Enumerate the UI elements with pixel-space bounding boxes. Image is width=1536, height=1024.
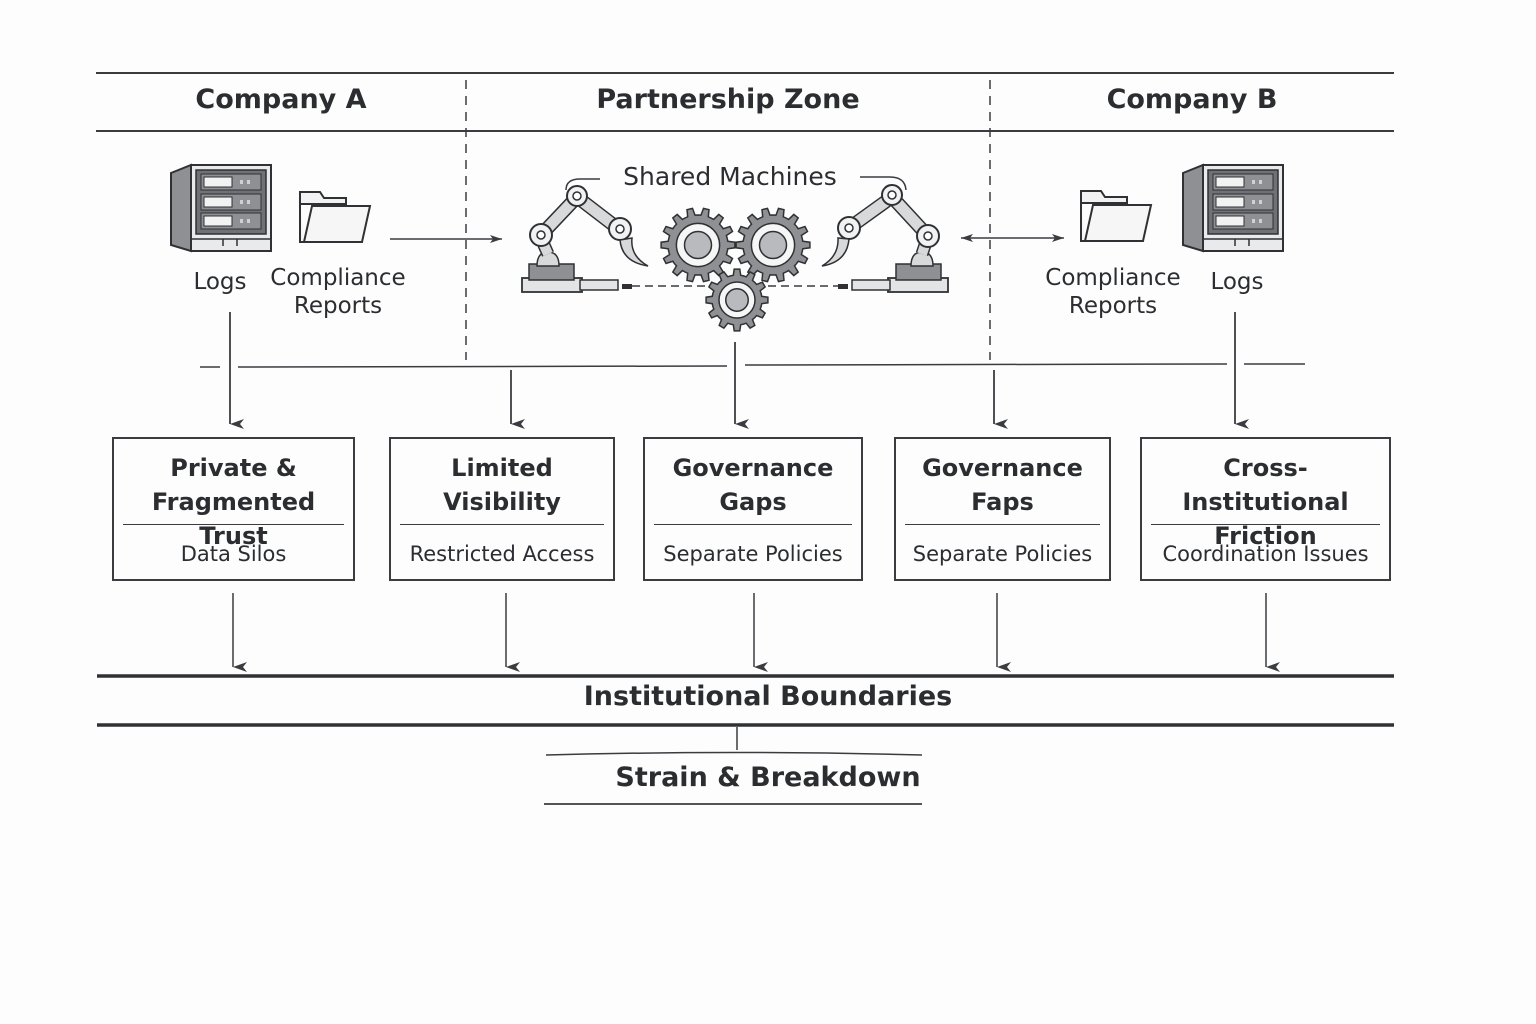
shared-machines-label: Shared Machines — [600, 162, 860, 191]
gears-icon — [660, 207, 811, 332]
issue-subtitle: Separate Policies — [912, 542, 1093, 566]
compliance-line2: Reports — [1068, 293, 1158, 319]
issue-title-line2: Friction — [1214, 522, 1317, 550]
distribution-bus — [237, 365, 728, 368]
issue-title-line2: Faps — [971, 488, 1034, 516]
issue-divider — [1151, 524, 1380, 525]
shared-bracket — [565, 178, 628, 191]
compliance-label-company-a: Compliance Reports — [268, 264, 408, 320]
gear-icon-bottom — [705, 268, 769, 332]
robot-arm-right-icon — [821, 184, 949, 293]
issue-divider — [123, 524, 344, 525]
strain-breakdown-label: Strain & Breakdown — [615, 762, 921, 793]
issue-box-trust: Private & Fragmented Trust Data Silos — [112, 437, 355, 581]
issue-title-line2: Visibility — [443, 488, 561, 516]
issue-box-friction: Cross-Institutional Friction Coordinatio… — [1140, 437, 1391, 581]
issue-subtitle: Data Silos — [180, 542, 287, 566]
issue-box-governance-faps: Governance Faps Separate Policies — [894, 437, 1111, 581]
issue-title-line1: Private & — [170, 454, 297, 482]
gear-icon-right — [735, 207, 811, 283]
logs-label-company-b: Logs — [1210, 269, 1264, 295]
logs-label-company-a: Logs — [193, 269, 247, 295]
compliance-line1: Compliance — [270, 265, 406, 291]
robot-arm-left-icon — [521, 185, 649, 293]
column-header-company-a: Company A — [195, 84, 367, 115]
column-header-partnership-zone: Partnership Zone — [596, 84, 860, 115]
compliance-line2: Reports — [293, 293, 383, 319]
folder-icon-company-b — [1080, 190, 1153, 242]
issue-title-line1: Governance — [672, 454, 834, 482]
strain-top-rule — [545, 751, 923, 756]
compliance-line1: Compliance — [1045, 265, 1181, 291]
issue-subtitle: Restricted Access — [409, 542, 595, 566]
issue-subtitle: Coordination Issues — [1162, 542, 1369, 566]
server-icon-company-b — [1182, 163, 1284, 253]
issue-divider — [400, 524, 604, 525]
issue-title-line2: Fragmented Trust — [151, 488, 316, 550]
compliance-label-company-b: Compliance Reports — [1043, 264, 1183, 320]
issue-box-visibility: Limited Visibility Restricted Access — [389, 437, 615, 581]
gear-icon-left — [660, 207, 736, 283]
server-icon-company-a — [170, 163, 272, 253]
folder-icon-company-a — [299, 191, 372, 243]
column-header-company-b: Company B — [1106, 84, 1278, 115]
institutional-boundaries-label: Institutional Boundaries — [583, 681, 953, 712]
issue-title-line2: Gaps — [719, 488, 787, 516]
issue-divider — [654, 524, 852, 525]
issue-box-governance-gaps: Governance Gaps Separate Policies — [643, 437, 863, 581]
issue-title-line1: Limited — [451, 454, 553, 482]
issue-subtitle: Separate Policies — [663, 542, 843, 566]
issue-title-line1: Governance — [922, 454, 1083, 482]
issue-title-line1: Cross-Institutional — [1182, 454, 1349, 516]
issue-divider — [905, 524, 1100, 525]
